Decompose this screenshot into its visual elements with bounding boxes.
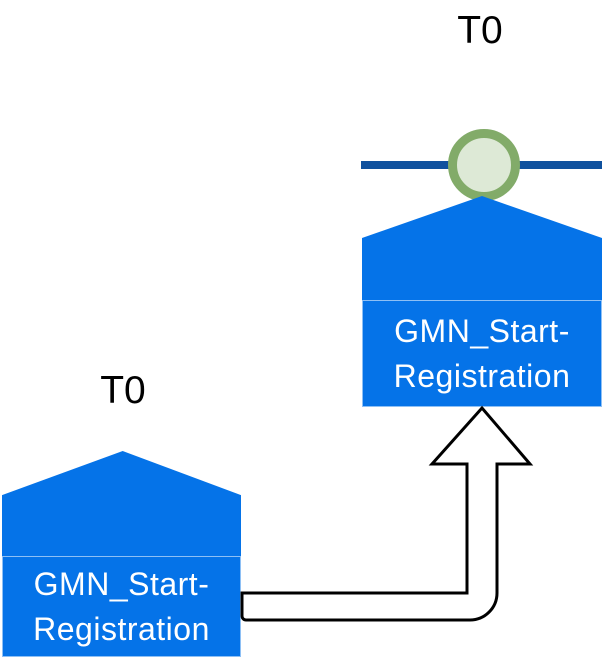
node-right-label-line2: Registration <box>393 357 571 394</box>
connector-elbow-arrow[interactable] <box>240 405 534 622</box>
node-left-label[interactable]: GMN_Start- Registration <box>2 556 241 657</box>
node-left-label-line1: GMN_Start- <box>33 565 210 602</box>
time-label-left[interactable]: T0 <box>100 369 146 412</box>
node-left-label-line2: Registration <box>33 610 210 647</box>
event-circle-icon[interactable] <box>448 129 520 201</box>
node-right-label-line1: GMN_Start- <box>394 312 570 349</box>
node-right-label[interactable]: GMN_Start- Registration <box>362 300 602 407</box>
time-label-right[interactable]: T0 <box>457 9 503 52</box>
